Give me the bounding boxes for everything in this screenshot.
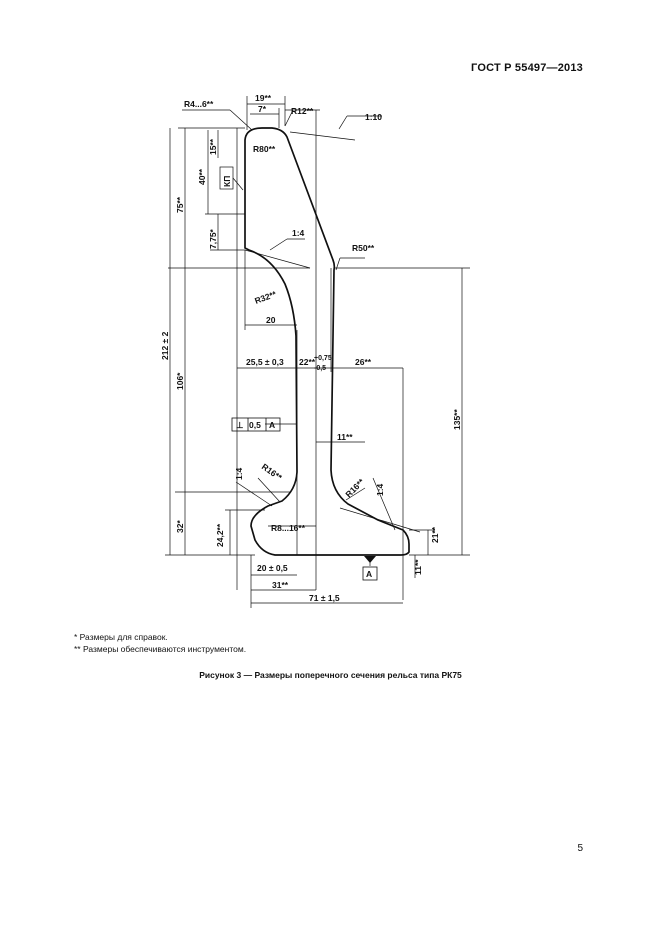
dim-r32: R32** xyxy=(253,289,278,306)
dim-r50: R50** xyxy=(352,243,375,253)
dim-15: 15** xyxy=(208,138,218,155)
dim-24-2: 24,2** xyxy=(215,523,225,547)
dim-31: 31** xyxy=(272,580,289,590)
dim-40: 40** xyxy=(197,168,207,185)
footnote-reference: * Размеры для справок. xyxy=(74,632,168,642)
dim-11-foot: 11** xyxy=(413,559,423,575)
datum-triangle xyxy=(362,556,378,581)
dim-212: 212 ± 2 xyxy=(160,331,170,360)
dim-20-05: 20 ± 0,5 xyxy=(257,563,288,573)
page-number: 5 xyxy=(577,843,583,854)
slope-1-10: 1:10 xyxy=(365,112,382,122)
dim-135: 135** xyxy=(452,409,462,430)
footnote-tool: ** Размеры обеспечиваются инструментом. xyxy=(74,644,247,654)
dim-r8-16: R8...16** xyxy=(271,523,306,533)
dim-75: 75** xyxy=(175,196,185,213)
datum-label: A xyxy=(366,569,372,579)
perpendicularity-frame xyxy=(231,417,281,432)
dim-20: 20 xyxy=(266,315,276,325)
figure-caption: Рисунок 3 — Размеры поперечного сечения … xyxy=(199,670,462,680)
mark-kp: КП xyxy=(222,176,232,187)
tol-lower: -0,5 xyxy=(314,365,326,372)
rail-profile-outline xyxy=(244,127,410,556)
slope-1-4-left: 1:4 xyxy=(234,467,244,480)
footnotes: * Размеры для справок. ** Размеры обеспе… xyxy=(74,631,246,655)
dim-r16-right: R16** xyxy=(343,476,366,499)
perp-datum: A xyxy=(269,420,275,430)
perp-symbol: ⊥ xyxy=(236,420,244,430)
dim-25-5: 25,5 ± 0,3 xyxy=(246,357,284,367)
dim-r16-left: R16** xyxy=(260,461,284,482)
dim-7: 7* xyxy=(258,104,267,114)
dim-r4-6: R4...6** xyxy=(184,99,214,109)
dimension-lines xyxy=(165,96,470,608)
dim-r80: R80** xyxy=(253,144,276,154)
dim-21: 21** xyxy=(430,526,440,543)
document-standard-number: ГОСТ Р 55497—2013 xyxy=(471,62,583,74)
dim-106: 106* xyxy=(175,372,185,390)
dim-r12: R12** xyxy=(291,106,314,116)
dim-26: 26** xyxy=(355,357,372,367)
slope-1-4-top: 1:4 xyxy=(292,228,305,238)
dim-32: 32* xyxy=(175,520,185,533)
dim-11-web: 11** xyxy=(337,432,353,442)
perp-value: 0,5 xyxy=(249,420,261,430)
dim-7-75: 7,75* xyxy=(208,228,218,249)
dim-22: 22** xyxy=(299,357,316,367)
tol-upper: +0,75 xyxy=(314,355,332,362)
slope-1-4-right: 1:4 xyxy=(375,483,385,496)
dim-71: 71 ± 1,5 xyxy=(309,593,340,603)
dim-19: 19** xyxy=(255,93,272,103)
